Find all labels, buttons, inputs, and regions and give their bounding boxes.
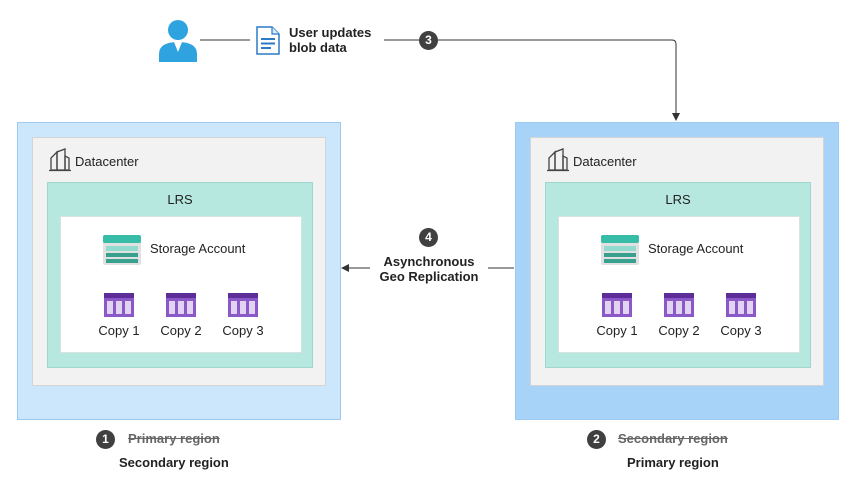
lrs-label: LRS	[167, 192, 193, 207]
user-update-label: User updates blob data	[289, 25, 371, 55]
blob-copy-icon	[664, 293, 694, 317]
lrs-left: LRS Storage Account	[47, 182, 313, 368]
update-flow-arrow	[384, 39, 680, 121]
storage-panel-left: Storage Account Copy 1	[60, 216, 302, 353]
copy-label: Copy 1	[98, 323, 140, 338]
lrs-right: LRS Storage Account	[545, 182, 811, 368]
document-icon	[256, 26, 280, 55]
storage-account-label: Storage Account	[648, 241, 744, 256]
replication-line1: Asynchronous	[383, 254, 475, 269]
copy-label: Copy 3	[720, 323, 762, 338]
datacenter-icon	[547, 148, 569, 172]
region-left: Datacenter LRS Storage Account	[17, 122, 341, 420]
blob-copy-icon	[726, 293, 756, 317]
copy-3-right: Copy 3	[711, 293, 771, 338]
copy-label: Copy 3	[222, 323, 264, 338]
replication-line2: Geo Replication	[379, 269, 479, 284]
new-region-left: Secondary region	[119, 455, 229, 470]
blob-copy-icon	[166, 293, 196, 317]
datacenter-icon	[49, 148, 71, 172]
datacenter-right: Datacenter LRS Storage Account	[530, 137, 824, 386]
storage-account-icon	[601, 235, 639, 265]
copy-2-right: Copy 2	[649, 293, 709, 338]
copy-2-left: Copy 2	[151, 293, 211, 338]
blob-copy-icon	[602, 293, 632, 317]
datacenter-left: Datacenter LRS Storage Account	[32, 137, 326, 386]
user-update-line2: blob data	[289, 40, 347, 55]
user-update-line1: User updates	[289, 25, 372, 40]
lrs-label: LRS	[665, 192, 691, 207]
step-1-badge: 1	[96, 430, 115, 449]
old-region-left: Primary region	[128, 431, 220, 446]
copy-label: Copy 2	[658, 323, 700, 338]
user-icon	[159, 20, 197, 62]
step-2-badge: 2	[587, 430, 606, 449]
blob-copy-icon	[104, 293, 134, 317]
copy-1-right: Copy 1	[587, 293, 647, 338]
datacenter-label: Datacenter	[573, 154, 637, 169]
step-3-badge: 3	[419, 31, 438, 50]
storage-account-label: Storage Account	[150, 241, 246, 256]
copy-label: Copy 1	[596, 323, 638, 338]
datacenter-label: Datacenter	[75, 154, 139, 169]
storage-panel-right: Storage Account Copy 1	[558, 216, 800, 353]
step-4-badge: 4	[419, 228, 438, 247]
replication-label: Asynchronous Geo Replication	[370, 254, 488, 284]
copy-1-left: Copy 1	[89, 293, 149, 338]
old-region-right: Secondary region	[618, 431, 728, 446]
storage-account-icon	[103, 235, 141, 265]
blob-copy-icon	[228, 293, 258, 317]
new-region-right: Primary region	[627, 455, 719, 470]
copy-3-left: Copy 3	[213, 293, 273, 338]
region-right: Datacenter LRS Storage Account	[515, 122, 839, 420]
copy-label: Copy 2	[160, 323, 202, 338]
